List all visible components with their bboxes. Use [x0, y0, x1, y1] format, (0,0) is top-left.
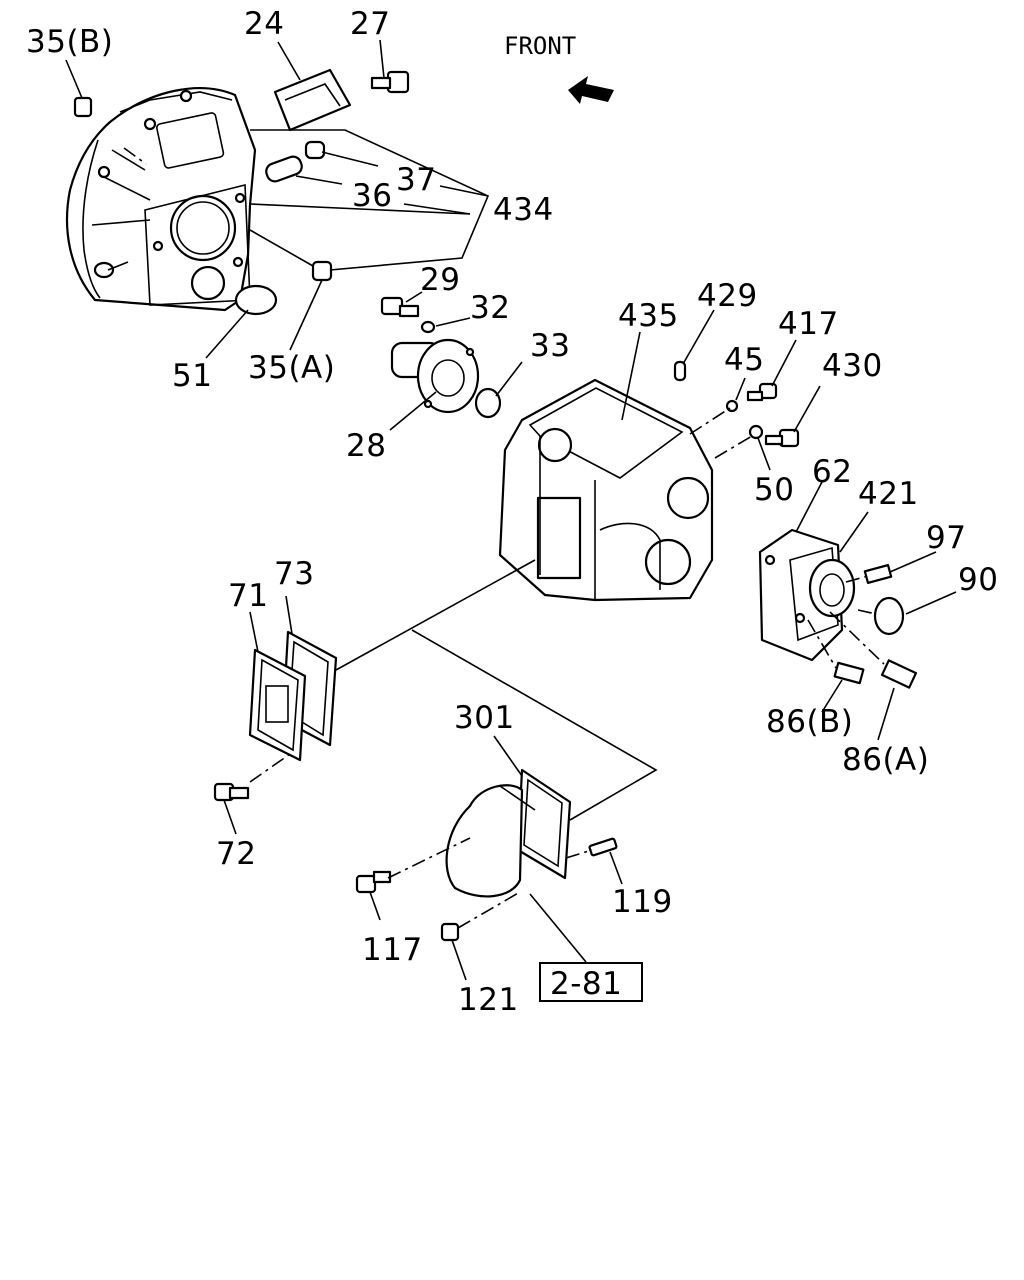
part-119-stud: [588, 837, 618, 857]
callout-421[interactable]: 421: [858, 476, 919, 512]
callout-429[interactable]: 429: [697, 278, 758, 314]
part-33-seal: [474, 387, 502, 419]
part-24-cover: [273, 68, 352, 132]
callout-62[interactable]: 62: [812, 454, 852, 490]
callout-71[interactable]: 71: [228, 578, 268, 614]
callout-35a[interactable]: 35(A): [248, 350, 335, 386]
part-86b-bolt: [833, 661, 865, 685]
callout-86b[interactable]: 86(B): [766, 704, 853, 740]
part-28-retainer: [390, 338, 480, 414]
callout-35b[interactable]: 35(B): [26, 24, 113, 60]
part-62-rear-cover: [758, 528, 856, 662]
front-label: FRONT: [504, 32, 576, 60]
part-435-transmission-case: [498, 378, 714, 602]
callout-28[interactable]: 28: [346, 428, 386, 464]
callout-33[interactable]: 33: [530, 328, 570, 364]
callout-434[interactable]: 434: [493, 192, 554, 228]
part-35a-bushing: [311, 260, 333, 282]
part-36-dowel: [265, 155, 303, 183]
part-121-nut: [440, 922, 460, 942]
callout-301[interactable]: 301: [454, 700, 515, 736]
reference-box[interactable]: [539, 962, 643, 1002]
callout-24[interactable]: 24: [244, 6, 284, 42]
part-97-bolt: [863, 563, 893, 585]
part-429-pin: [673, 360, 687, 382]
part-29-bolt: [380, 296, 420, 318]
part-32-oring: [420, 320, 436, 334]
callout-97[interactable]: 97: [926, 520, 966, 556]
part-86a-bolt: [880, 659, 918, 689]
callout-119[interactable]: 119: [612, 884, 673, 920]
reference-box-label[interactable]: 2-81: [550, 966, 622, 1002]
part-117-bolt: [355, 870, 392, 894]
callout-417[interactable]: 417: [778, 306, 839, 342]
callout-121[interactable]: 121: [458, 982, 519, 1018]
callout-430[interactable]: 430: [822, 348, 883, 384]
part-27-bolt: [370, 70, 410, 94]
part-51-disc: [234, 284, 278, 316]
callout-90[interactable]: 90: [958, 562, 998, 598]
callout-45[interactable]: 45: [724, 342, 764, 378]
callout-37[interactable]: 37: [396, 162, 436, 198]
part-50-oring: [748, 424, 764, 440]
part-417-bolt: [746, 382, 778, 402]
part-301-pto-cover: [445, 768, 572, 898]
callout-29[interactable]: 29: [420, 262, 460, 298]
part-35b-bushing: [73, 96, 93, 118]
callout-51[interactable]: 51: [172, 358, 212, 394]
callout-50[interactable]: 50: [754, 472, 794, 508]
part-430-bolt: [764, 428, 800, 448]
callout-labels: 35(B) 24 27 37 36 434 29 32 33 435 429 4…: [26, 6, 998, 1018]
callout-86a[interactable]: 86(A): [842, 742, 929, 778]
leader-lines: [65, 39, 957, 981]
assembly-centerlines: [123, 147, 885, 929]
part-71-cover: [248, 648, 307, 762]
part-90-seal: [873, 596, 905, 636]
part-45-oring: [725, 399, 739, 413]
callout-73[interactable]: 73: [274, 556, 314, 592]
callout-32[interactable]: 32: [470, 290, 510, 326]
callout-117[interactable]: 117: [362, 932, 423, 968]
callout-72[interactable]: 72: [216, 836, 256, 872]
part-37-plug: [304, 140, 326, 160]
callout-27[interactable]: 27: [350, 6, 390, 42]
part-72-bolt: [213, 782, 250, 802]
callout-435[interactable]: 435: [618, 298, 679, 334]
clutch-housing: [65, 87, 257, 312]
callout-36[interactable]: 36: [352, 178, 392, 214]
front-arrow-icon: [568, 76, 614, 104]
